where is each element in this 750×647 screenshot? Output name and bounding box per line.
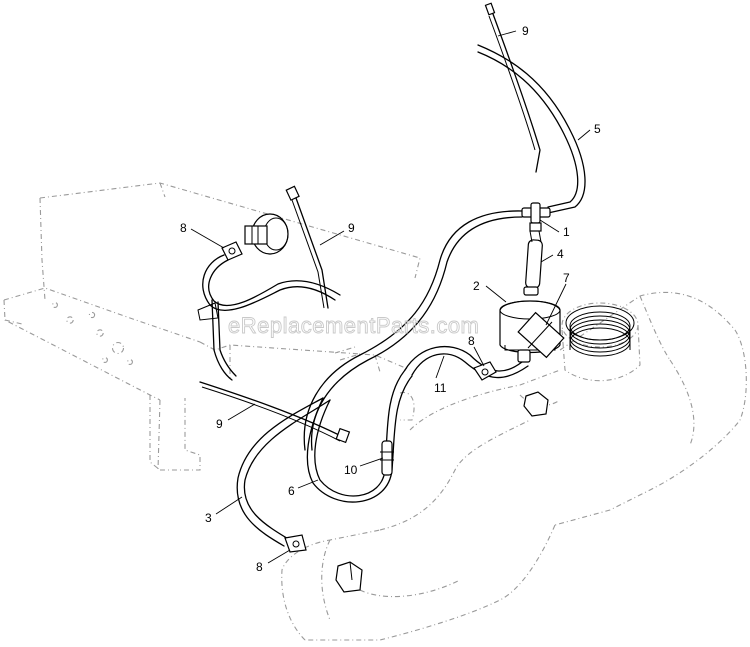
callout-9-mid: 9 [348, 221, 355, 235]
hose-tee-loop [303, 210, 523, 451]
fuel-shutoff-valve [244, 213, 289, 255]
leader-lines [190, 30, 591, 564]
decal-7 [517, 311, 565, 359]
callout-8-right: 8 [468, 334, 475, 348]
cable-tie-9-top [484, 2, 541, 173]
tee-fitting-1 [521, 202, 551, 232]
hose-6 [306, 369, 413, 503]
cable-tie-9-mid [285, 185, 329, 309]
tank-fitting-right [523, 391, 549, 417]
fuel-tank-phantom [281, 291, 747, 641]
callout-4: 4 [557, 247, 564, 261]
filler-neck [565, 305, 635, 357]
callout-10: 10 [344, 463, 358, 477]
fuel-line-5 [477, 44, 586, 214]
callout-1: 1 [563, 225, 570, 239]
frame-phantom [3, 182, 421, 471]
callout-7: 7 [563, 271, 570, 285]
hose-clamp-8-right [473, 361, 497, 381]
hose-4 [525, 230, 543, 289]
callout-11: 11 [434, 381, 447, 395]
callout-2: 2 [473, 279, 480, 293]
tank-fitting-bottom [335, 561, 363, 593]
callout-9-top: 9 [522, 24, 529, 38]
callout-8-bottom: 8 [256, 560, 263, 574]
callout-3: 3 [205, 511, 212, 525]
callout-5: 5 [594, 122, 601, 136]
hose-clamp-8-top [221, 241, 243, 261]
callout-8-top: 8 [180, 221, 187, 235]
callout-9-low: 9 [216, 417, 223, 431]
fuel-hose-upper [197, 254, 341, 381]
callout-6: 6 [288, 484, 295, 498]
hose-3 [236, 397, 331, 547]
hose-11 [404, 345, 529, 379]
hose-clamp-8-bottom [284, 534, 307, 553]
callouts: 9 5 1 4 2 7 8 11 10 6 3 8 9 9 8 [180, 24, 601, 574]
cable-tie-9-low [199, 381, 351, 444]
watermark: eReplacementParts.com [228, 313, 479, 338]
